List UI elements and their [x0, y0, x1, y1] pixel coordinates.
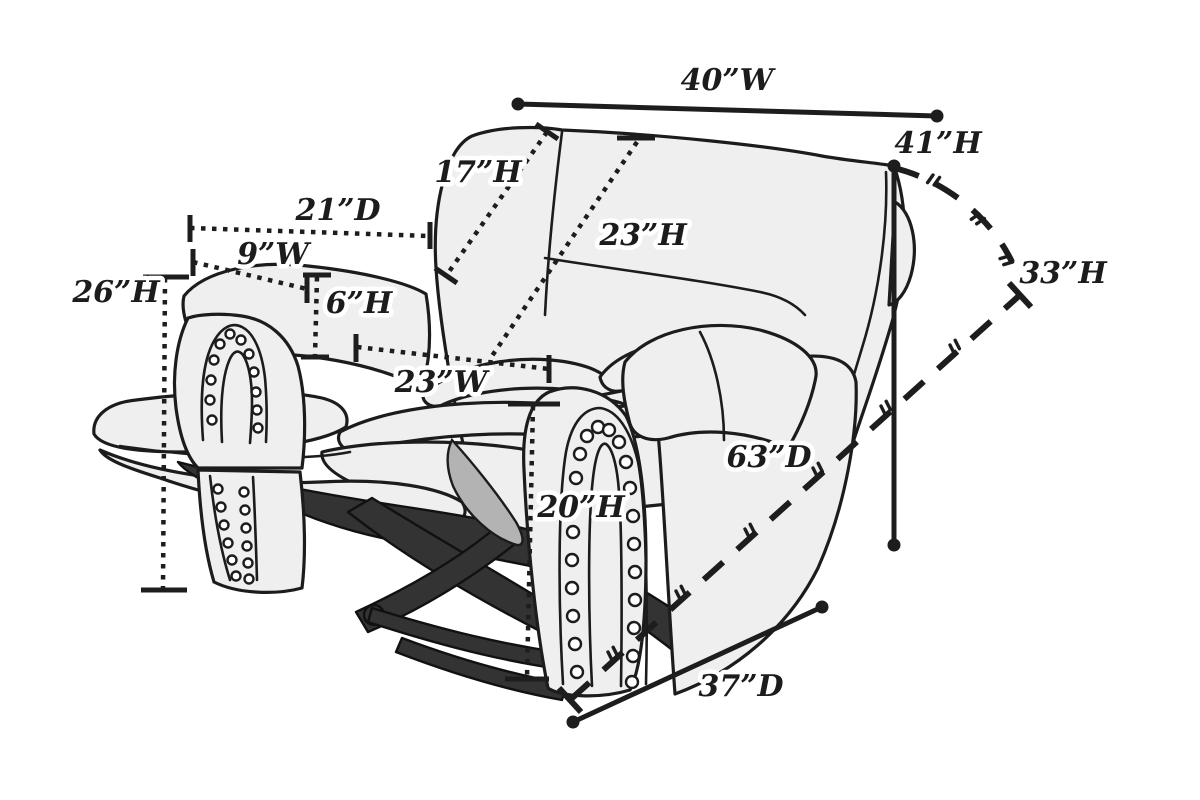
right-armrest-seam [698, 330, 726, 442]
nailhead-trim-left-leg [212, 483, 255, 585]
left-arm [172, 262, 432, 594]
dimension-armrest-depth: 21”D [187, 189, 433, 249]
left-arm-front-face [172, 312, 307, 470]
right-arm [522, 323, 858, 698]
dimension-label-armrest-width: 9”W [237, 237, 312, 272]
dimension-label-base-depth: 37”D [698, 669, 783, 704]
dash-quote-mark [969, 212, 987, 226]
dimension-label-seat-front-height: 20”H [536, 490, 626, 525]
dimension-annotations: 40”W 41”H 33”H 17”H [67, 59, 1113, 729]
dimension-arm-height: 26”H [67, 271, 189, 593]
dimension-overall-height: 41”H [887, 122, 988, 552]
dash-quote-mark [925, 173, 942, 187]
left-leg-strip-seam-a [208, 474, 232, 582]
dimension-label-overall-height: 41”H [894, 126, 983, 161]
dash-quote-mark [998, 254, 1015, 267]
right-arm-arch-inner [587, 442, 623, 688]
mechanism-scissor-bar-b [354, 522, 522, 634]
dimension-backrest-height: 23”H [490, 135, 693, 358]
dash-quote-mark [811, 461, 825, 479]
dimension-label-overall-width: 40”W [681, 63, 777, 98]
dash-quote-mark [879, 399, 893, 417]
chair-illustration [92, 125, 916, 702]
dimension-label-seat-width: 23”W [394, 365, 491, 400]
dimension-label-reclined-back-height: 33”H [1019, 256, 1108, 291]
dimension-label-back-cushion-height: 17”H [434, 155, 523, 190]
dimension-label-backrest-height: 23”H [598, 218, 688, 253]
dimension-label-armrest-depth: 21”D [294, 193, 380, 228]
dimension-armrest-width: 9”W [190, 233, 317, 303]
dimension-base-depth: 37”D [566, 600, 829, 729]
dimension-reclined-depth: 63”D [556, 292, 1023, 715]
dimension-back-cushion-height: 17”H [430, 121, 560, 286]
nailhead-trim-left-arch [204, 328, 264, 434]
headrest-seam [543, 256, 807, 317]
mechanism-rail-b [394, 636, 568, 702]
seat-underside-shadow [446, 437, 524, 547]
backrest-wing-seam [543, 130, 564, 317]
left-leg-strip-seam-b [251, 475, 259, 582]
dimension-armrest-rise: 6”H [301, 272, 398, 360]
dash-quote-mark [948, 338, 962, 356]
nailhead-trim-right-arch [564, 419, 643, 690]
dash-quote-mark [674, 584, 688, 602]
left-arm-arch-outer [200, 323, 268, 444]
right-arm-arch-outer [558, 406, 649, 686]
dimension-reclined-back-height: 33”H [893, 165, 1113, 310]
dash-quote-mark [606, 645, 620, 663]
dimension-label-arm-height: 26”H [71, 275, 161, 310]
dimension-label-reclined-depth: 63”D [726, 440, 811, 475]
dash-quote-mark [743, 522, 757, 540]
dimension-seat-width: 23”W [353, 334, 552, 405]
dimension-seat-front-height: 20”H [505, 401, 631, 682]
dimension-label-armrest-rise: 6”H [326, 286, 394, 321]
left-arm-arch-inner [219, 350, 254, 445]
dimension-overall-width: 40”W [511, 59, 944, 123]
